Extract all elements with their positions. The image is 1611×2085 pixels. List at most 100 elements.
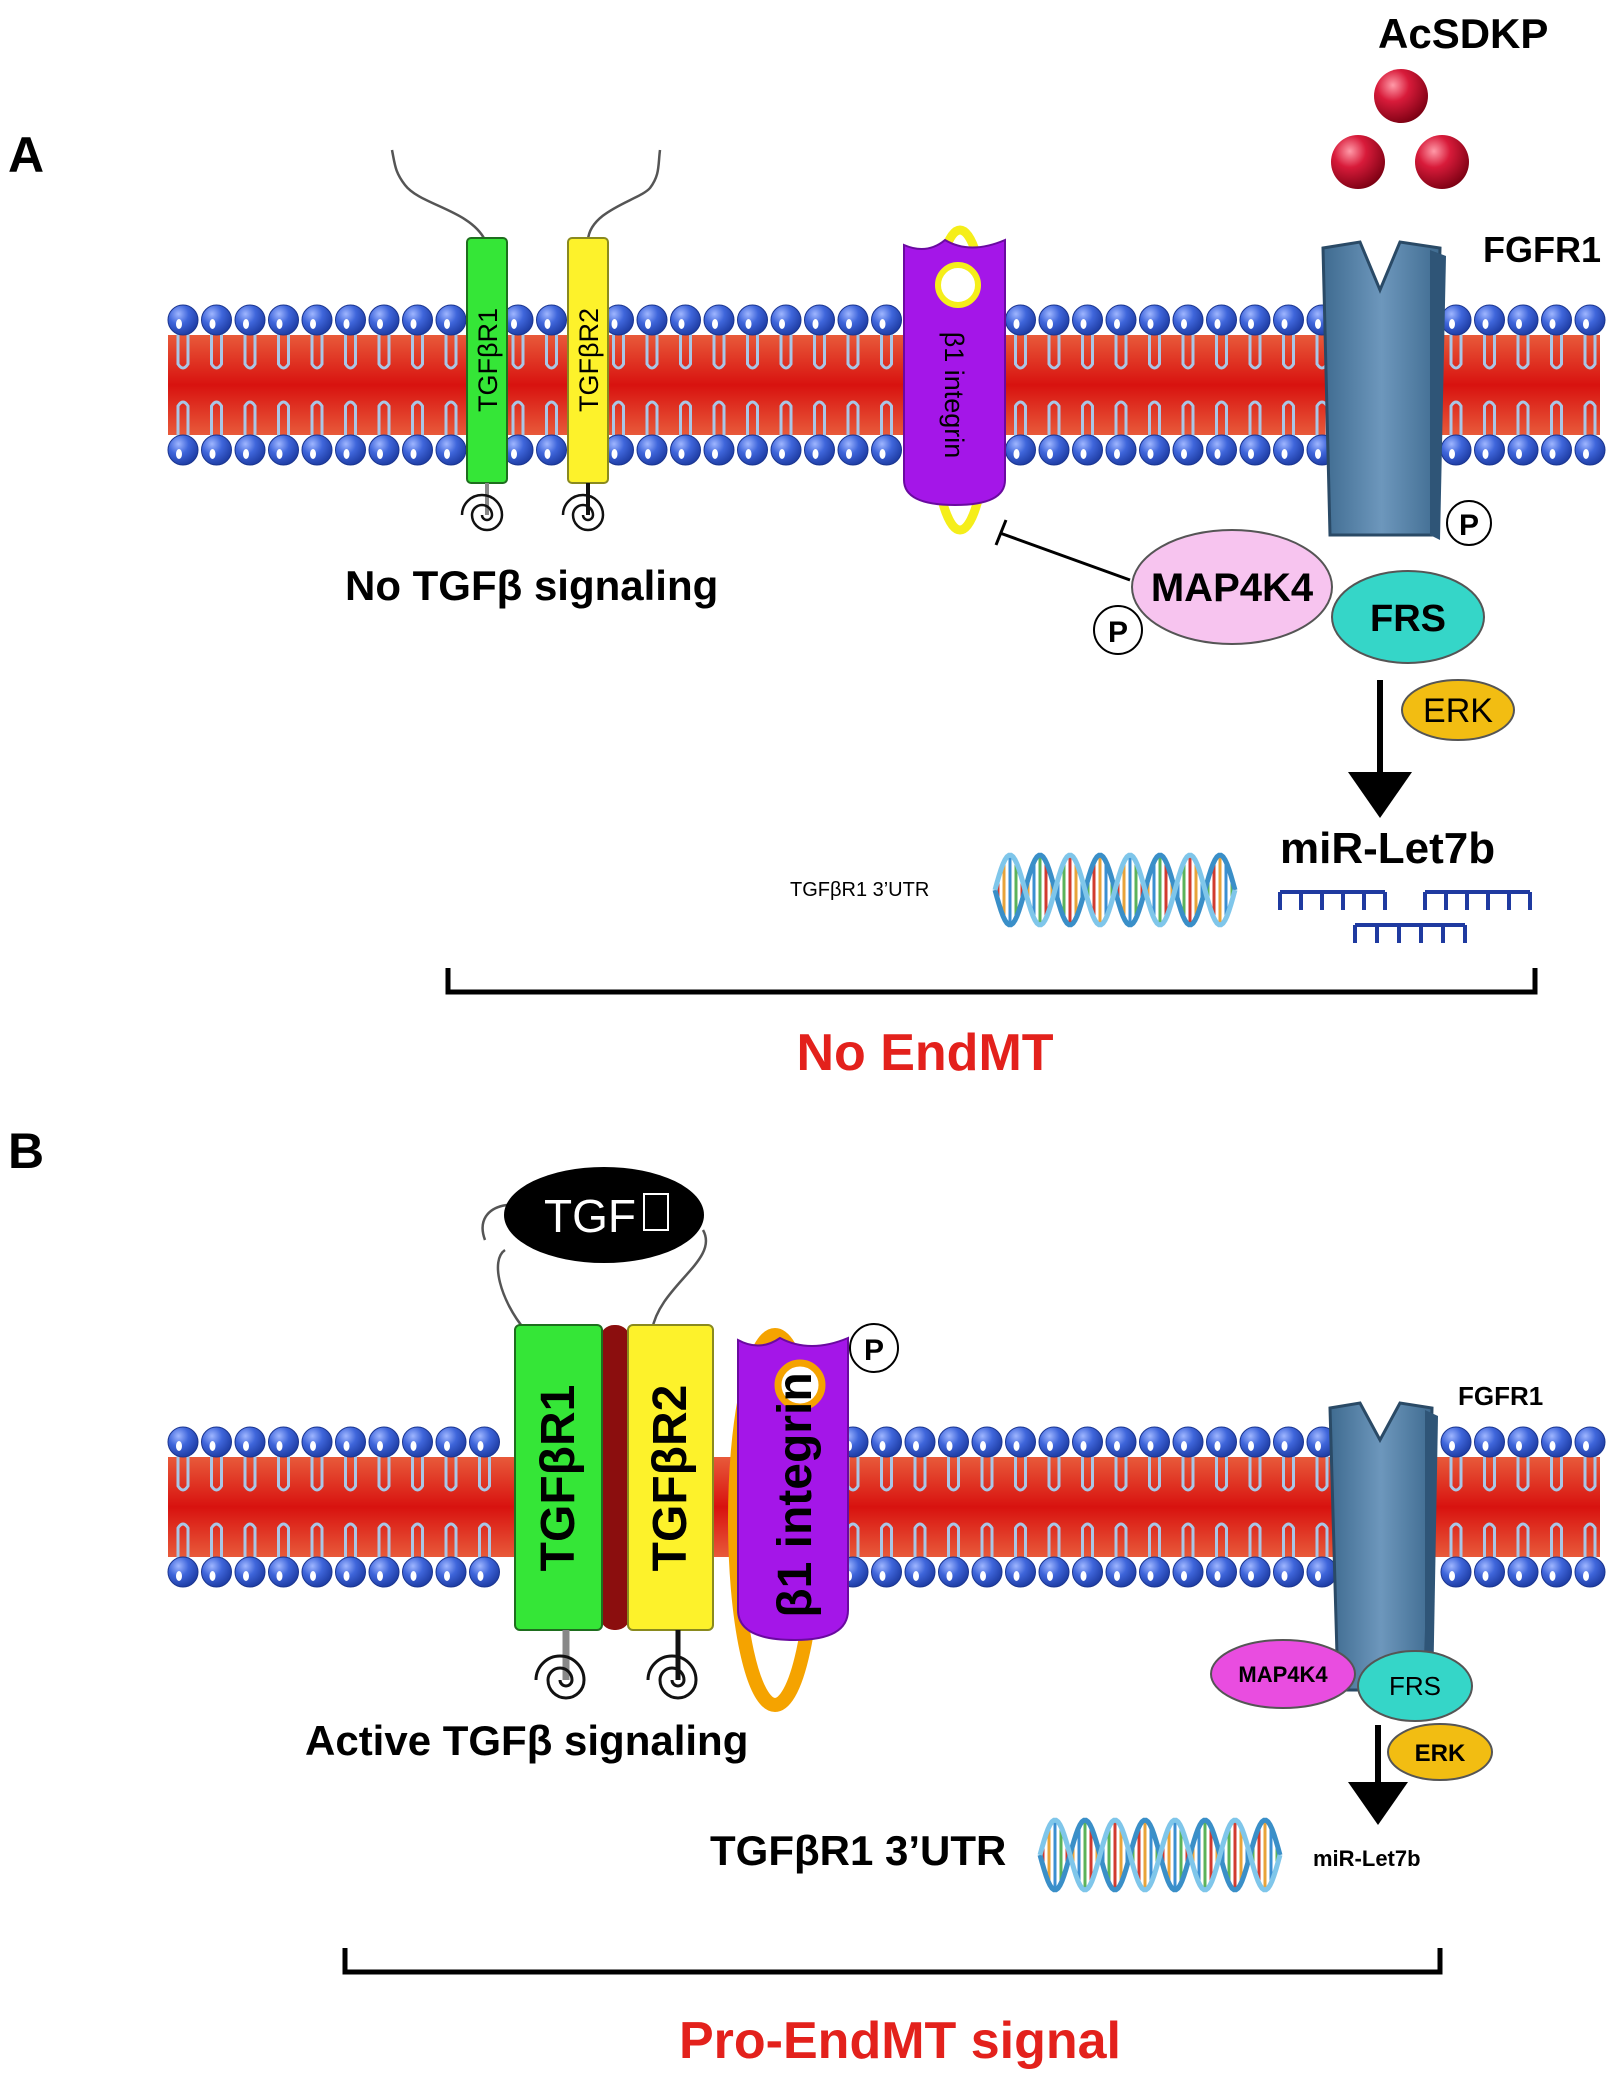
lipid-head xyxy=(1574,434,1606,466)
lipid-head xyxy=(335,434,366,466)
lipid-head xyxy=(1273,1556,1304,1588)
lipid-tail xyxy=(310,1522,324,1558)
fgfr1-label-a: FGFR1 xyxy=(1483,229,1601,270)
lipid-tail xyxy=(612,400,625,436)
lipid-heads-b xyxy=(167,1426,1606,1588)
lipid-tail xyxy=(1483,334,1496,370)
lipid-tail xyxy=(545,400,558,436)
lipid-tail xyxy=(1550,400,1563,436)
lipid-head xyxy=(1273,304,1304,336)
lipid-head xyxy=(1206,434,1237,466)
signaling-label-b: Active TGFβ signaling xyxy=(305,1717,748,1764)
phospho-fgfr-a: P xyxy=(1446,500,1492,546)
panel-b-letter: B xyxy=(8,1123,44,1179)
svg-text:FRS: FRS xyxy=(1389,1671,1441,1701)
lipid-tail xyxy=(1516,334,1530,370)
frs-b: FRS xyxy=(1357,1650,1473,1722)
lipid-head xyxy=(1105,304,1137,336)
lipid-tail xyxy=(1449,400,1463,436)
signaling-label-a: No TGFβ signaling xyxy=(345,562,718,609)
lipid-head xyxy=(435,434,467,466)
tgfbr2-receptor-b: TGFβR2 xyxy=(627,1324,714,1700)
inhibition-arrow-a xyxy=(994,519,1131,582)
lipid-head xyxy=(1072,434,1103,466)
tgfbr1-label-b: TGFβR1 xyxy=(532,1385,585,1572)
tgfbr2-label-a: TGFβR2 xyxy=(574,308,604,412)
lipid-head xyxy=(1072,304,1103,336)
lipid-head xyxy=(268,434,299,466)
lipid-head xyxy=(904,1556,936,1588)
lipid-head xyxy=(938,1426,969,1458)
lipid-head xyxy=(402,1426,433,1458)
lipid-head xyxy=(1072,1556,1103,1588)
lipid-head xyxy=(368,304,400,336)
lipid-tail xyxy=(712,400,726,436)
lipid-tail xyxy=(679,400,692,436)
tgf-ligand-label: TGF xyxy=(544,1190,636,1242)
outcome-label-a: No EndMT xyxy=(796,1024,1053,1082)
lipid-tail xyxy=(1583,400,1597,436)
acsdkp-ball-icon xyxy=(1374,69,1428,123)
lipid-tail xyxy=(846,334,860,370)
lipid-tail xyxy=(1583,1522,1597,1558)
lipid-head xyxy=(435,1426,467,1458)
lipid-head xyxy=(770,304,802,336)
lipid-tail xyxy=(880,1456,893,1492)
lipid-head xyxy=(1038,1556,1070,1588)
lipid-head xyxy=(737,304,768,336)
lipid-tail xyxy=(478,1522,491,1558)
lipid-head xyxy=(1440,1426,1472,1458)
lipid-head xyxy=(201,304,232,336)
svg-text:ERK: ERK xyxy=(1415,1740,1466,1767)
lipid-head xyxy=(871,1426,902,1458)
lipid-head xyxy=(1474,1556,1505,1588)
mirna-strand xyxy=(1353,923,1467,943)
lipid-tail xyxy=(1282,400,1295,436)
lipid-tail xyxy=(176,1522,190,1558)
lipid-tail xyxy=(344,334,357,370)
lipid-head xyxy=(938,1556,969,1588)
lipid-tail xyxy=(1248,1456,1262,1492)
lipid-head xyxy=(201,1426,232,1458)
lipid-tail xyxy=(243,1456,257,1492)
lipid-head xyxy=(670,304,701,336)
lipid-head xyxy=(1440,1556,1472,1588)
lipid-tail xyxy=(444,334,458,370)
lipid-head xyxy=(201,434,232,466)
lipid-tails-a xyxy=(176,334,1597,436)
lipid-head xyxy=(904,1426,936,1458)
acsdkp-ball-icon xyxy=(1415,135,1469,189)
lipid-tail xyxy=(813,334,826,370)
fgfr1-label-b: FGFR1 xyxy=(1458,1381,1543,1411)
lipid-head xyxy=(1038,304,1070,336)
lipid-tail xyxy=(310,334,324,370)
lipid-head xyxy=(536,434,567,466)
lipid-head xyxy=(301,304,333,336)
lipid-head xyxy=(1474,434,1505,466)
lipid-tail xyxy=(1483,400,1496,436)
mirna-label-a: miR-Let7b xyxy=(1280,824,1495,873)
lipid-head xyxy=(1574,304,1606,336)
lipid-tail xyxy=(1215,1522,1228,1558)
lipid-tail xyxy=(1550,1456,1563,1492)
missing-glyph-icon xyxy=(643,1193,669,1231)
lipid-head xyxy=(971,1556,1003,1588)
mirna-strand xyxy=(1423,890,1532,910)
lipid-tail xyxy=(511,400,525,436)
lipid-head xyxy=(234,304,266,336)
lipid-head xyxy=(1206,1426,1237,1458)
lipid-head xyxy=(1072,1426,1103,1458)
lipid-head xyxy=(1005,304,1036,336)
lipid-tail xyxy=(377,400,391,436)
bracket-b xyxy=(342,1948,1443,1975)
map4k4-a: MAP4K4 xyxy=(1131,529,1333,645)
lipid-tail xyxy=(277,400,290,436)
lipid-tail xyxy=(1181,1522,1195,1558)
lipid-tail xyxy=(1081,400,1094,436)
lipid-head xyxy=(234,1426,266,1458)
lipid-tail xyxy=(1181,334,1195,370)
lipid-tail xyxy=(779,334,793,370)
lipid-head xyxy=(435,304,467,336)
svg-text:P: P xyxy=(864,1334,884,1367)
lipid-head xyxy=(1474,304,1505,336)
